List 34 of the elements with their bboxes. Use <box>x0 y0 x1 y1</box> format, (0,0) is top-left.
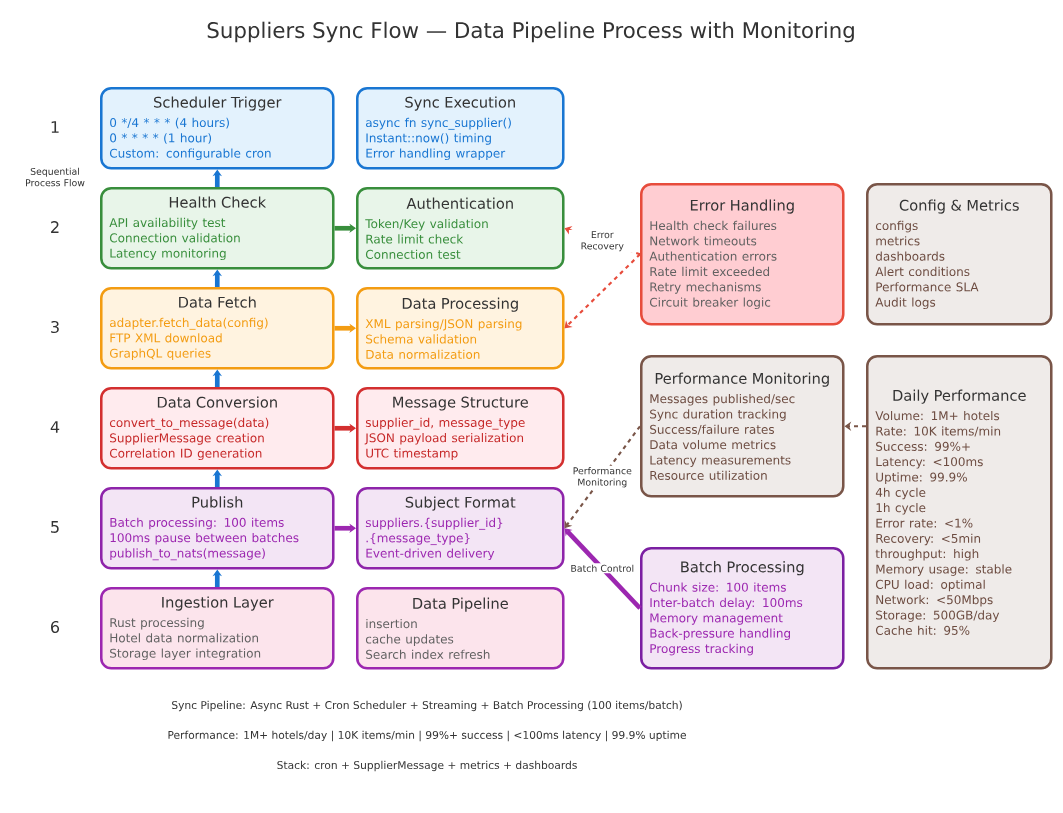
process-box: Ingestion Layer Rust processing Hotel data normalization Storage layer integration <box>100 587 335 670</box>
row-number: 1 <box>51 121 59 133</box>
process-box: Config & Metrics configs metrics dashboards Alert conditions Performance SLA Audit logs <box>866 183 1053 326</box>
row-number: 3 <box>51 320 59 334</box>
process-box: Data Conversion convert_to_message(data) SupplierMessage creation Correlation ID generation <box>100 387 335 470</box>
process-box: Batch Processing Chunk size: 100 items Inter-batch delay: 100ms Memory management Back-pressure handling Progress tracking <box>640 547 845 670</box>
process-box: Message Structure supplier_id, message_type JSON payload serialization UTC timestamp <box>356 387 565 470</box>
arrow <box>564 253 641 329</box>
process-box: Scheduler Trigger 0 */4 * * * (4 hours) 0 * * * * (1 hour) Custom: configurable cron <box>100 87 335 170</box>
edge-label: Batch Control <box>568 563 636 574</box>
process-box: Authentication Token/Key validation Rate limit check Connection test <box>356 187 565 270</box>
process-box: Data Processing XML parsing/JSON parsing Schema validation Data normalization <box>356 287 565 370</box>
process-box: Sync Execution async fn sync_supplier() Instant::now() timing Error handling wrapper <box>356 87 565 170</box>
process-box: Daily Performance Volume: 1M+ hotels Rate: 10K items/min Success: 99%+ Latency: <100ms Uptime: 99.9% 4h cycle 1h cycle Error rate: <1% Recovery: <5min throughput: high Memory usage: stable CPU load: optimal Network: <50Mbps Storage: 500GB/day Cache hit: 95% <box>866 355 1053 670</box>
row-number: 5 <box>51 521 59 533</box>
flow-label: Sequential Process Flow <box>26 167 85 187</box>
process-box: Error Handling Health check failures Network timeouts Authentication errors Rate limit exceeded Retry mechanisms Circuit breaker logic <box>640 183 845 326</box>
process-box: Data Pipeline insertion cache updates Search index refresh <box>356 587 565 670</box>
arrow <box>564 528 642 610</box>
edge-label: Error Recovery <box>568 229 636 253</box>
footer-note: Stack: cron + SupplierMessage + metrics + dashboards <box>277 760 577 772</box>
process-box: Performance Monitoring Messages published/sec Sync duration tracking Success/failure rates Data volume metrics Latency measurements Resource utilization <box>640 355 845 498</box>
footer-note: Sync Pipeline: Async Rust + Cron Scheduler + Streaming + Batch Processing (100 items/batch) <box>172 700 682 712</box>
process-box: Data Fetch adapter.fetch_data(config) FTP XML download GraphQL queries <box>100 287 335 370</box>
edge-label: Performance Monitoring <box>568 465 636 489</box>
footer-note: Performance: 1M+ hotels/day | 10K items/min | 99%+ success | <100ms latency | 99.9% uptime <box>168 730 686 742</box>
row-number: 6 <box>51 620 60 634</box>
process-box: Publish Batch processing: 100 items 100ms pause between batches publish_to_nats(message) <box>100 487 335 570</box>
arrow <box>564 425 641 529</box>
row-number: 2 <box>51 221 59 233</box>
row-number: 4 <box>50 421 60 433</box>
process-box: Subject Format suppliers.{supplier_id} .{message_type} Event-driven delivery <box>356 487 565 570</box>
title: Suppliers Sync Flow — Data Pipeline Process with Monitoring <box>207 21 854 43</box>
process-box: Health Check API availability test Connection validation Latency monitoring <box>100 187 335 270</box>
